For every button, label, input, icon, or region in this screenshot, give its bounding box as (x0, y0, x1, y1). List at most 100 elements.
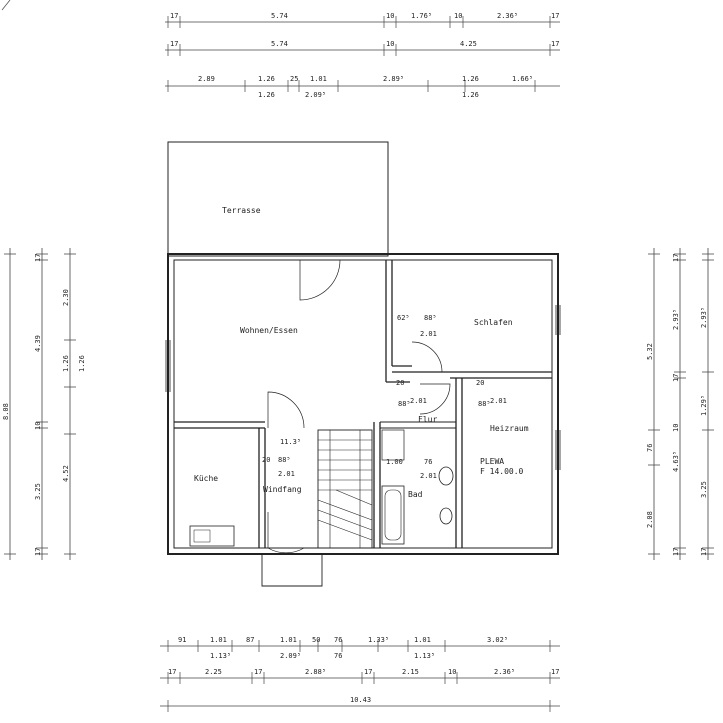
dim-label: 1.26 (258, 91, 275, 99)
dim-label: 10 (386, 12, 394, 20)
dim-label: 17 (551, 12, 559, 20)
dim-label: 2.89 (198, 75, 215, 83)
dim-label: 2.89⁵ (383, 75, 404, 83)
dim-label: 1.00 (386, 458, 403, 466)
room-labels: Terrasse Wohnen/Essen Schlafen Küche Win… (194, 206, 529, 499)
dim-label: 17 (551, 668, 559, 676)
right-dimension-labels: 5.32 76 2.08 17 2.93⁵ 17 10 4.63⁵ 17 2.9… (646, 254, 708, 556)
dim-label: 62⁵ (397, 314, 410, 322)
dim-label: 1.13⁵ (414, 652, 435, 660)
dim-label: 5.32 (646, 343, 654, 360)
dim-label: 1.26 (462, 91, 479, 99)
right-dimension-chains (648, 248, 714, 560)
dim-label: 3.25 (700, 481, 708, 498)
dim-label: 1.66⁵ (512, 75, 533, 83)
dim-label: 17 (170, 12, 178, 20)
room-label-heizraum: Heizraum (490, 424, 529, 433)
dim-label: 2.36⁵ (494, 668, 515, 676)
dim-label: 1.26 (78, 355, 86, 372)
dim-label: 2.25 (205, 668, 222, 676)
room-label-flur: Flur (418, 415, 437, 424)
room-label-terrasse: Terrasse (222, 206, 261, 215)
dim-label: 2.93⁵ (672, 309, 680, 330)
dim-label: 88⁵ (398, 400, 411, 408)
dim-label: 1.26 (462, 75, 479, 83)
dim-label: 2.09⁵ (280, 652, 301, 660)
room-label-kueche: Küche (194, 474, 218, 483)
dim-label: 17 (34, 548, 42, 556)
room-label-plewa-f: F 14.00.0 (480, 467, 524, 476)
dim-label: 76 (334, 636, 342, 644)
dim-label: 17 (170, 40, 178, 48)
dim-label: 17 (672, 254, 680, 262)
dim-label: 4.39 (34, 335, 42, 352)
dim-label: 2.01 (410, 397, 427, 405)
dim-label: 1.13⁵ (210, 652, 231, 660)
dim-label: 25 (290, 75, 298, 83)
dim-label: 20 (262, 456, 270, 464)
dim-label: 10.43 (350, 696, 371, 704)
dim-label: 76 (424, 458, 432, 466)
dim-label: 3.02⁵ (487, 636, 508, 644)
dim-label: 4.52 (62, 465, 70, 482)
dim-label: 2.09⁵ (305, 91, 326, 99)
dim-label: 2.15 (402, 668, 419, 676)
dim-label: 10 (448, 668, 456, 676)
top-dimension-chains (165, 16, 560, 92)
bottom-dimension-labels: 91 1.01 87 1.01 50 76 1.33⁵ 1.01 3.02⁵ 1… (168, 636, 559, 704)
bottom-dimension-chains (160, 640, 560, 712)
corner-mark (1, 0, 11, 11)
dim-label: 10 (386, 40, 394, 48)
dim-label: 2.36⁵ (497, 12, 518, 20)
dim-label: 8.08 (2, 403, 10, 420)
room-label-bad: Bad (408, 490, 423, 499)
dim-label: 88⁵ (278, 456, 291, 464)
dim-label: 17 (168, 668, 176, 676)
dim-label: 87 (246, 636, 254, 644)
dim-label: 1.33⁵ (368, 636, 389, 644)
dim-label: 4.25 (460, 40, 477, 48)
dim-label: 1.01 (210, 636, 227, 644)
dim-label: 10 (34, 422, 42, 430)
building-walls (165, 141, 561, 587)
terrace-outline (167, 141, 389, 257)
dim-label: 76 (334, 652, 342, 660)
dim-label: 88⁵ (424, 314, 437, 322)
dim-label: 2.93⁵ (700, 307, 708, 328)
dim-label: 17 (700, 548, 708, 556)
dim-label: 91 (178, 636, 186, 644)
dim-label: 2.01 (278, 470, 295, 478)
dim-label: 4.63⁵ (672, 451, 680, 472)
dim-label: 17 (672, 374, 680, 382)
dim-label: 10 (672, 424, 680, 432)
dim-label: 17 (672, 548, 680, 556)
dim-label: 1.01 (414, 636, 431, 644)
dim-label: 17 (34, 254, 42, 262)
room-label-plewa: PLEWA (480, 457, 504, 466)
left-dimension-chains (4, 248, 76, 560)
dim-label: 1.01 (310, 75, 327, 83)
dim-label: 2.30 (62, 289, 70, 306)
dim-label: 2.88⁵ (305, 668, 326, 676)
dim-label: 50 (312, 636, 320, 644)
dim-label: 5.74 (271, 40, 288, 48)
dim-label: 2.01 (420, 472, 437, 480)
dim-label: 88⁵ (478, 400, 491, 408)
dim-label: 1.26 (258, 75, 275, 83)
dim-label: 1.76⁵ (411, 12, 432, 20)
dim-label: 11.3⁵ (280, 438, 301, 446)
room-label-windfang: Windfang (263, 485, 302, 494)
dim-label: 76 (646, 444, 654, 452)
dim-label: 10 (454, 12, 462, 20)
room-label-schlafen: Schlafen (474, 318, 513, 327)
dim-label: 17 (364, 668, 372, 676)
left-dimension-labels: 8.08 17 4.39 10 3.25 17 2.30 1.26 1.26 4… (2, 254, 86, 556)
dim-label: 1.29⁵ (700, 395, 708, 416)
dim-label: 17 (551, 40, 559, 48)
dim-label: 17 (254, 668, 262, 676)
dim-label: 5.74 (271, 12, 288, 20)
dim-label: 1.01 (280, 636, 297, 644)
room-label-wohnen: Wohnen/Essen (240, 326, 298, 335)
dim-label: 20 (396, 379, 404, 387)
